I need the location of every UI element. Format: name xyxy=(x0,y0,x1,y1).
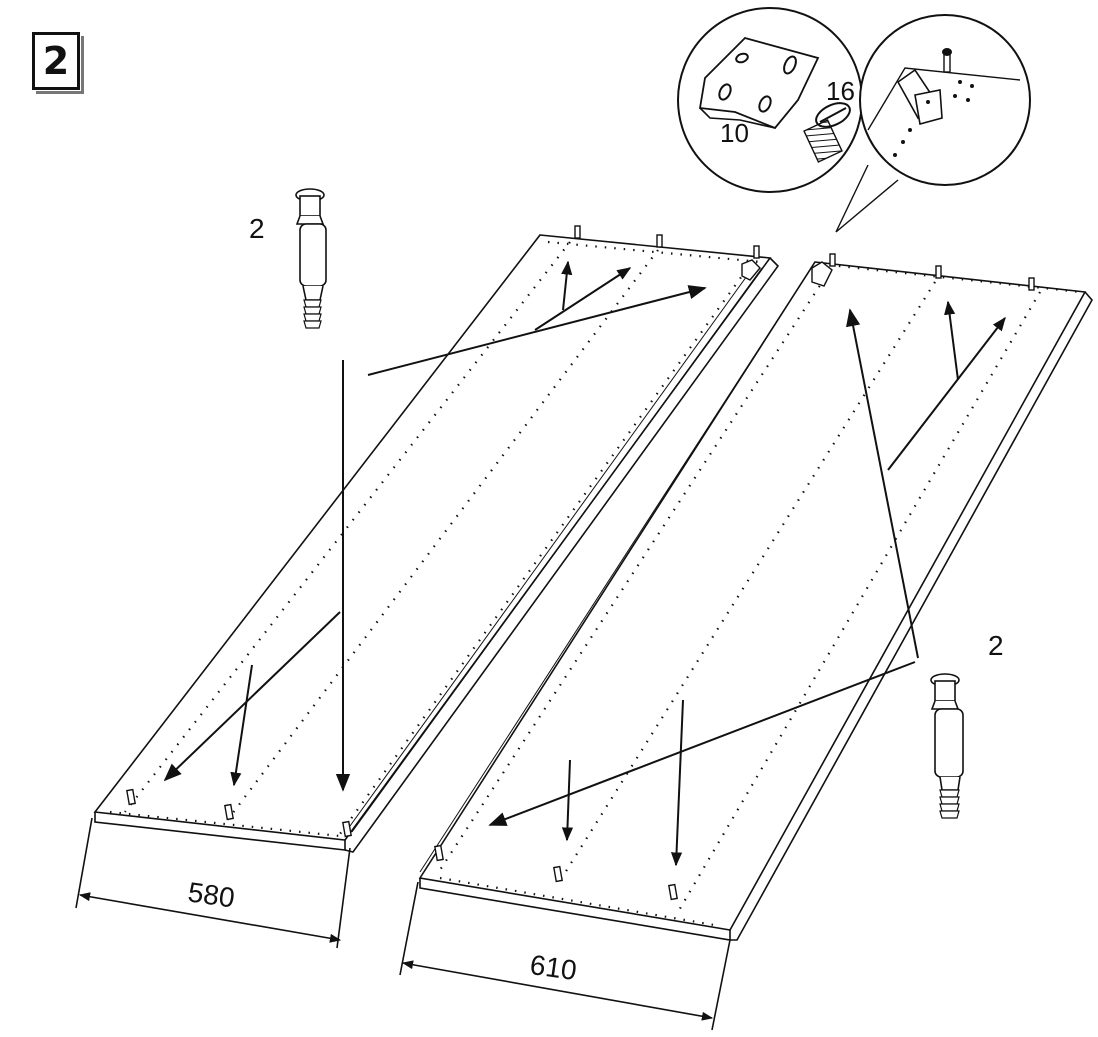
right-panel-width-label: 610 xyxy=(528,949,579,986)
step-number: 2 xyxy=(42,39,70,83)
left-panel-pins xyxy=(126,225,760,838)
right-panel-pins xyxy=(434,253,1035,901)
detail-callout-assembled xyxy=(835,14,1031,233)
dowel-qty-right-label: 2 xyxy=(988,630,1004,661)
left-panel xyxy=(93,234,780,853)
detail-callout-parts xyxy=(677,7,863,193)
left-panel-corner-bracket xyxy=(741,259,761,281)
step-number-box: 2 xyxy=(32,32,80,90)
right-panel-corner-bracket xyxy=(811,261,833,287)
dimension-left xyxy=(75,817,351,949)
dowel-qty-left-label: 2 xyxy=(249,213,265,244)
screw-part-number: 16 xyxy=(826,76,855,106)
left-panel-hole-rows xyxy=(109,240,763,838)
dowel-left xyxy=(295,188,327,329)
step-box-shadow xyxy=(36,36,84,94)
dowel-right xyxy=(930,673,964,819)
bracket-part-number: 10 xyxy=(720,118,749,148)
left-panel-width-label: 580 xyxy=(186,876,237,913)
assembly-arrows xyxy=(163,260,1006,867)
dimension-right xyxy=(399,881,731,1031)
